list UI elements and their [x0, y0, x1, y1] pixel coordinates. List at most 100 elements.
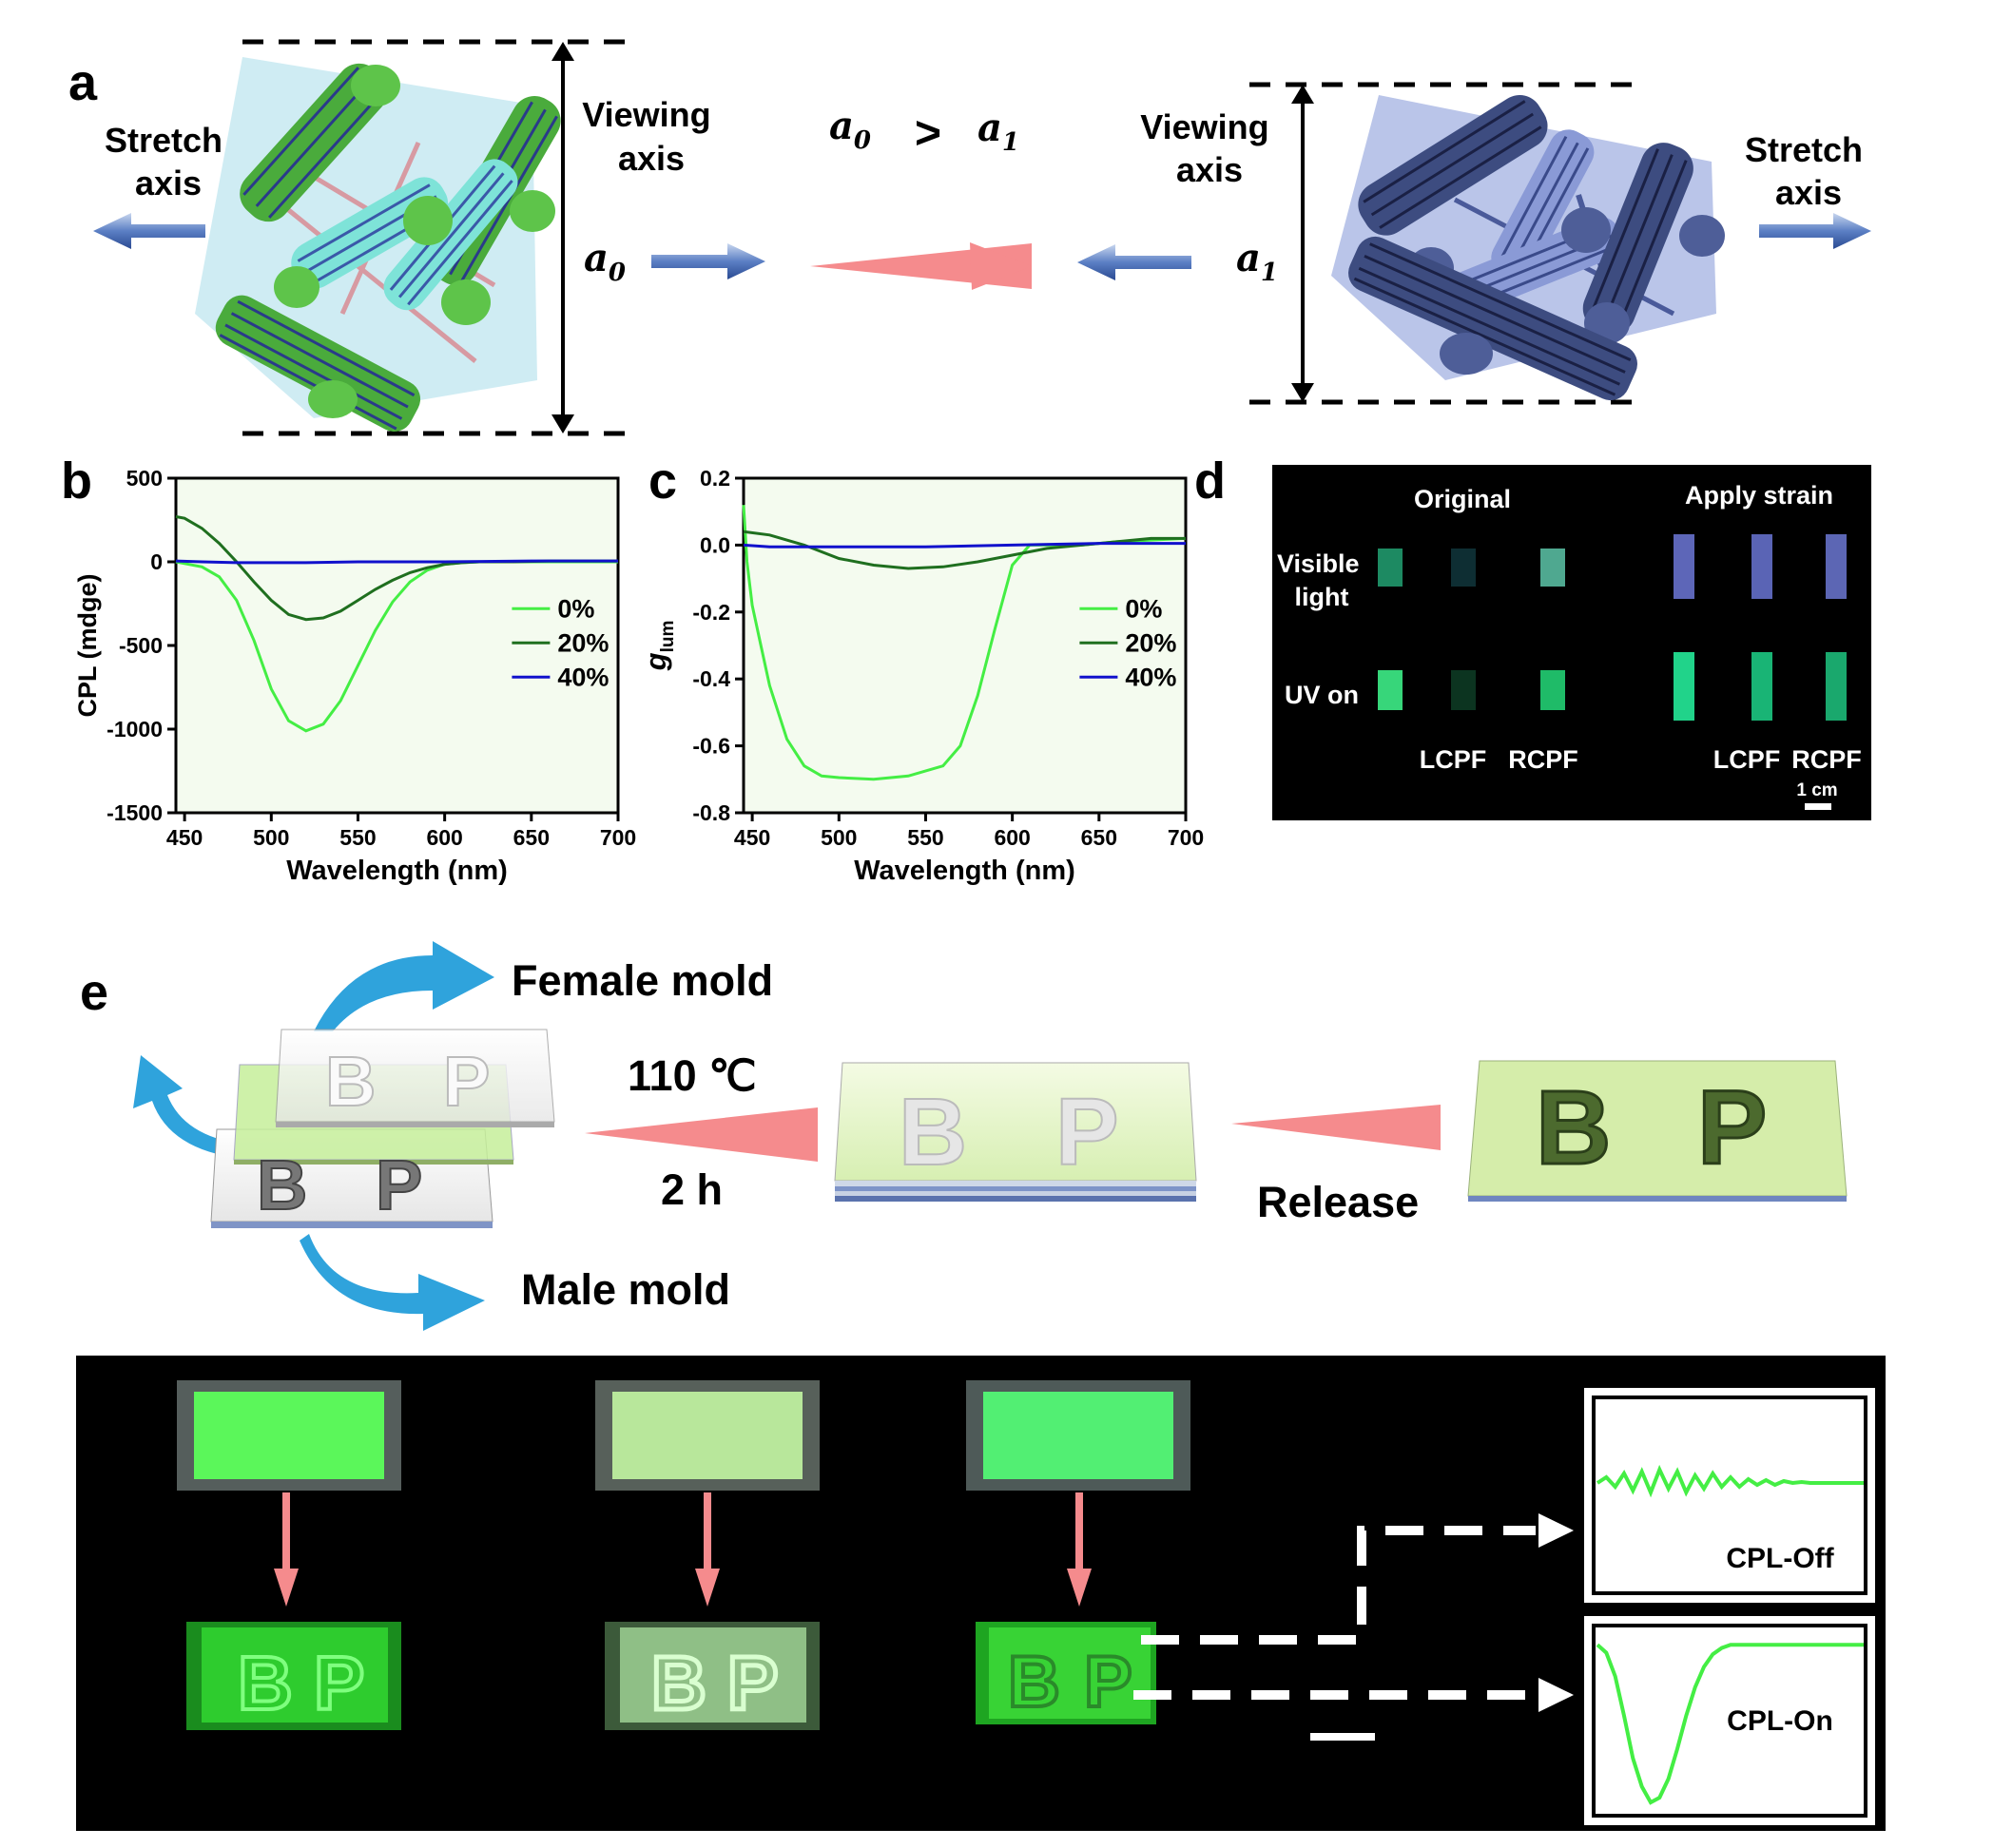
viewing-axis-right-label: Viewing axis [1140, 107, 1278, 189]
arrow-left-a1 [1077, 244, 1191, 280]
release-label: Release [1257, 1178, 1419, 1226]
x-tick-label: 450 [166, 825, 203, 850]
label-lcpf-left: LCPF [1420, 745, 1487, 774]
fiber-illustration-right [1331, 95, 1725, 401]
film-1-letter-p: P [314, 1641, 364, 1725]
y-tick-label: 0 [150, 549, 163, 574]
label-rcpf-right: RCPF [1791, 745, 1862, 774]
dashed-arrowhead-on [1538, 1678, 1574, 1712]
cpl-on-label: CPL-On [1727, 1705, 1833, 1737]
y-tick-label: -1000 [106, 717, 163, 741]
photo-film-1-top [177, 1380, 401, 1491]
x-tick-label: 500 [253, 825, 289, 850]
photo-film-3-top [966, 1380, 1190, 1491]
male-mold-letter-b: B [257, 1145, 307, 1224]
a0-symbol: a0 [584, 236, 626, 287]
female-mold-label: Female mold [512, 956, 773, 1005]
swatch-visible-strain [1674, 534, 1694, 599]
swatch-uv-original [1540, 670, 1565, 710]
x-tick-label: 700 [1168, 825, 1204, 850]
x-tick-label: 450 [734, 825, 770, 850]
photo-film-3-bottom: B P [976, 1622, 1156, 1724]
legend-label: 20% [557, 628, 609, 657]
arrow-right-a0 [651, 243, 765, 279]
pink-arrow-e2 [1231, 1105, 1441, 1150]
inset-cpl-off: CPL-Off [1584, 1388, 1875, 1603]
time-label: 2 h [661, 1165, 723, 1214]
x-tick-label: 700 [600, 825, 636, 850]
y-tick-label: 0.0 [700, 532, 730, 557]
pressed-letter-b: B [899, 1079, 967, 1185]
cpl-off-label: CPL-Off [1726, 1543, 1834, 1574]
x-tick-label: 550 [907, 825, 943, 850]
y-axis-label: CPL (mdge) [73, 573, 102, 717]
arrowhead-down-left [551, 414, 574, 433]
a1-symbol: a1 [1236, 236, 1278, 287]
film-3-letter-p: P [1084, 1642, 1132, 1723]
x-tick-label: 550 [339, 825, 376, 850]
row-label-visible-light: Visible light [1277, 549, 1366, 611]
y-tick-label: 500 [126, 466, 163, 491]
y-tick-label: -500 [119, 633, 163, 658]
down-arrow-1 [274, 1492, 299, 1607]
dashed-connectors [1133, 1526, 1540, 1700]
stretch-arrow-left [93, 213, 205, 249]
x-tick-label: 650 [1081, 825, 1117, 850]
mold-stack: B P B P [210, 1029, 555, 1228]
pink-arrow-e1 [585, 1107, 818, 1162]
series-line-40pct [175, 559, 618, 565]
row-label-uv-on: UV on [1285, 681, 1359, 709]
col-header-original: Original [1414, 485, 1511, 513]
stretch-axis-right-label: Stretch axis [1745, 130, 1872, 212]
swatch-uv-strain [1674, 652, 1694, 721]
swatch-visible-original [1378, 549, 1403, 587]
released-letter-p: P [1697, 1069, 1767, 1186]
x-axis-label: Wavelength (nm) [286, 856, 508, 886]
male-mold-letter-p: P [376, 1145, 422, 1224]
legend-label: 40% [557, 663, 609, 691]
x-tick-label: 600 [994, 825, 1030, 850]
y-tick-label: -0.4 [692, 666, 730, 691]
swatch-uv-original [1451, 670, 1476, 710]
photo-film-1-bottom: B P [186, 1622, 401, 1730]
panel-label-e: e [80, 964, 108, 1021]
panel-label-b: b [61, 452, 92, 510]
released-film: B P [1467, 1060, 1848, 1202]
legend-label: 0% [1125, 594, 1162, 623]
temperature-label: 110 ℃ [628, 1051, 757, 1100]
plot-area [742, 476, 1188, 815]
x-tick-label: 650 [513, 825, 550, 850]
film-2-letter-b: B [651, 1641, 706, 1725]
photo-film-2-bottom: B P [605, 1622, 820, 1730]
swatch-visible-original [1540, 549, 1565, 587]
swatch-uv-strain [1751, 652, 1772, 721]
dashed-arrowhead-off [1538, 1513, 1574, 1548]
swatch-visible-strain [1826, 534, 1847, 599]
swatch-visible-strain [1751, 534, 1772, 599]
male-mold-label: Male mold [521, 1265, 730, 1314]
swatch-uv-strain [1826, 652, 1847, 721]
x-tick-label: 500 [821, 825, 857, 850]
pressed-letter-p: P [1055, 1079, 1119, 1185]
female-mold-letter-p: P [443, 1042, 490, 1121]
female-mold-letter-b: B [325, 1042, 376, 1121]
relation-left: a0 [829, 104, 871, 155]
stretch-arrow-right [1759, 213, 1871, 249]
swatch-uv-original [1378, 670, 1403, 710]
film-1-letter-b: B [238, 1641, 293, 1725]
pressed-stack: B P [834, 1062, 1197, 1202]
x-axis-label: Wavelength (nm) [854, 856, 1075, 886]
panel-d-photo: Original Apply strain Visible light UV o… [1272, 465, 1871, 820]
fiber-illustration-left [195, 57, 561, 433]
y-tick-label: -0.8 [692, 800, 730, 825]
legend-label: 20% [1125, 628, 1176, 657]
down-arrow-3 [1067, 1492, 1092, 1607]
inset-cpl-on: CPL-On [1584, 1616, 1875, 1825]
scale-bar [1805, 803, 1831, 810]
viewing-axis-left-label: Viewing axis [582, 95, 720, 178]
legend-label: 40% [1125, 663, 1176, 691]
scale-label: 1 cm [1796, 780, 1837, 800]
